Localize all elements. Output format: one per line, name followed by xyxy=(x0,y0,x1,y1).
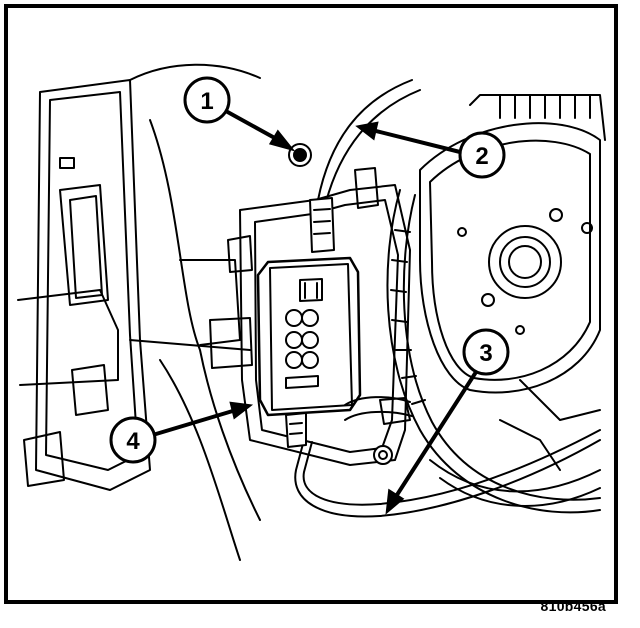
leader-line-2 xyxy=(355,121,462,154)
gear-sector xyxy=(386,189,601,514)
figure-frame xyxy=(4,4,618,604)
leader-line-1 xyxy=(222,108,296,152)
callout-4: 4 xyxy=(109,416,157,464)
upper-connector xyxy=(309,197,335,253)
callout-3: 3 xyxy=(462,328,510,376)
mounting-bolt xyxy=(288,143,312,167)
retainer-clip xyxy=(344,396,413,421)
door-inner-structure xyxy=(129,63,261,561)
door-trim-panel xyxy=(17,79,151,491)
regulator-motor-assembly xyxy=(419,94,606,394)
window-module xyxy=(256,256,362,417)
callout-4-number: 4 xyxy=(126,428,140,455)
figure-id-label: 810b456a xyxy=(540,598,606,614)
leader-line-4 xyxy=(154,401,254,436)
leader-line-3 xyxy=(385,370,478,515)
lower-bolt xyxy=(373,445,393,465)
callout-2: 2 xyxy=(458,131,506,179)
callout-2-number: 2 xyxy=(475,143,488,170)
callout-3-number: 3 xyxy=(479,340,492,367)
lower-connector xyxy=(285,412,307,448)
callout-1: 1 xyxy=(183,76,231,124)
callout-1-number: 1 xyxy=(200,88,213,115)
